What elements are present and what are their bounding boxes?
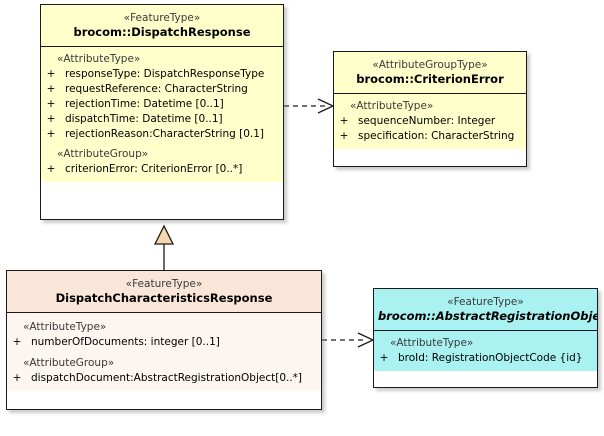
visibility-marker: + [46, 83, 56, 95]
class-header-dispatch-characteristics-response: «FeatureType» DispatchCharacteristicsRes… [7, 271, 321, 313]
section-label-attributetype: «AttributeType» [57, 53, 141, 65]
visibility-marker: + [12, 336, 22, 348]
class-header-criterion-error: «AttributeGroupType» brocom::CriterionEr… [334, 52, 526, 94]
attribute-label: dispatchTime: Datetime [0..1] [65, 113, 223, 125]
attribute-row[interactable]: + sequenceNumber: Integer [336, 114, 524, 129]
attribute-row[interactable]: + requestReference: CharacterString [43, 82, 281, 97]
attribute-label: rejectionTime: Datetime [0..1] [65, 98, 224, 110]
class-dispatch-response[interactable]: «FeatureType» brocom::DispatchResponse «… [40, 4, 284, 220]
section-label-attributegroup: «AttributeGroup» [23, 357, 115, 369]
attribute-label: specification: CharacterString [358, 130, 515, 142]
attribute-label: rejectionReason:CharacterString [0.1] [65, 128, 265, 140]
attribute-label: numberOfDocuments: integer [0..1] [31, 336, 220, 348]
attribute-row[interactable]: + rejectionTime: Datetime [0..1] [43, 97, 281, 112]
visibility-marker: + [46, 128, 56, 140]
attribute-row[interactable]: + responseType: DispatchResponseType [43, 67, 281, 82]
dependency-dispatchresponse-to-criterionerror [284, 98, 335, 114]
attribute-label: sequenceNumber: Integer [358, 115, 496, 127]
class-body-criterion-error: «AttributeType» + sequenceNumber: Intege… [334, 94, 526, 149]
visibility-marker: + [46, 98, 56, 110]
attribute-row[interactable]: + rejectionReason:CharacterString [0.1] [43, 127, 281, 142]
class-name-label: DispatchCharacteristicsResponse [55, 291, 273, 305]
attribute-label: broId: RegistrationObjectCode {id} [398, 352, 583, 364]
visibility-marker: + [12, 372, 22, 384]
visibility-marker: + [379, 352, 389, 364]
stereotype-label: «FeatureType» [447, 296, 524, 308]
section-label-attributetype: «AttributeType» [350, 100, 434, 112]
section-label-attributegroup: «AttributeGroup» [57, 148, 149, 160]
attribute-row[interactable]: + numberOfDocuments: integer [0..1] [9, 335, 319, 350]
visibility-marker: + [339, 130, 349, 142]
dependency-dispatchcharacteristicsresponse-to-abstractregistrationobject [322, 332, 375, 348]
class-name-label: brocom::AbstractRegistrationObject [378, 309, 598, 323]
attribute-row[interactable]: + criterionError: CriterionError [0..*] [43, 162, 281, 177]
class-dispatch-characteristics-response[interactable]: «FeatureType» DispatchCharacteristicsRes… [6, 270, 322, 410]
stereotype-label: «FeatureType» [123, 12, 201, 24]
attribute-label: dispatchDocument:AbstractRegistrationObj… [31, 372, 303, 384]
attribute-label: criterionError: CriterionError [0..*] [65, 163, 243, 175]
stereotype-label: «FeatureType» [125, 278, 203, 290]
attribute-row[interactable]: + specification: CharacterString [336, 129, 524, 144]
attribute-row[interactable]: + broId: RegistrationObjectCode {id} [376, 351, 595, 366]
class-body-dispatch-response: «AttributeType» + responseType: Dispatch… [41, 47, 283, 182]
attribute-label: requestReference: CharacterString [65, 83, 248, 95]
class-body-dispatch-characteristics-response: «AttributeType» + numberOfDocuments: int… [7, 313, 321, 391]
class-body-abstract-registration-object: «AttributeType» + broId: RegistrationObj… [374, 331, 597, 371]
visibility-marker: + [46, 163, 56, 175]
section-label-attributetype: «AttributeType» [390, 337, 474, 349]
class-name-label: brocom::CriterionError [356, 72, 504, 86]
attribute-label: responseType: DispatchResponseType [65, 68, 265, 80]
class-header-abstract-registration-object: «FeatureType» brocom::AbstractRegistrati… [374, 289, 597, 331]
class-header-dispatch-response: «FeatureType» brocom::DispatchResponse [41, 5, 283, 47]
generalization-dispatchcharacteristicsresponse-to-dispatchresponse [153, 224, 175, 270]
class-abstract-registration-object[interactable]: «FeatureType» brocom::AbstractRegistrati… [373, 288, 598, 388]
attribute-row[interactable]: + dispatchTime: Datetime [0..1] [43, 112, 281, 127]
visibility-marker: + [339, 115, 349, 127]
stereotype-label: «AttributeGroupType» [372, 59, 488, 71]
section-label-attributetype: «AttributeType» [23, 321, 107, 333]
class-name-label: brocom::DispatchResponse [73, 25, 251, 39]
attribute-row[interactable]: + dispatchDocument:AbstractRegistrationO… [9, 371, 319, 386]
class-criterion-error[interactable]: «AttributeGroupType» brocom::CriterionEr… [333, 51, 527, 167]
visibility-marker: + [46, 68, 56, 80]
visibility-marker: + [46, 113, 56, 125]
